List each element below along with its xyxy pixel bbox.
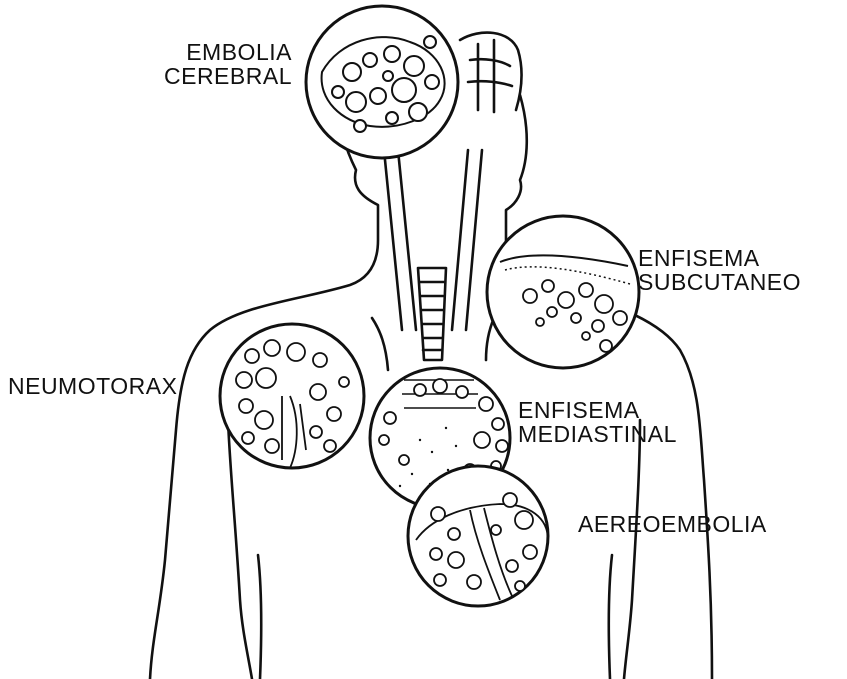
label-enfisema-subcutaneo: ENFISEMA SUBCUTANEO bbox=[638, 246, 801, 294]
label-enfisema-mediastinal-line2: MEDIASTINAL bbox=[518, 422, 677, 446]
torso-right bbox=[609, 555, 612, 679]
subcutaneous-emphysema-inset bbox=[487, 216, 639, 368]
carotid-right bbox=[452, 150, 468, 330]
label-embolia-cerebral: EMBOLIA CEREBRAL bbox=[164, 40, 292, 88]
label-enfisema-subcutaneo-line1: ENFISEMA bbox=[638, 246, 801, 270]
label-enfisema-mediastinal-line1: ENFISEMA bbox=[518, 398, 677, 422]
label-enfisema-subcutaneo-line2: SUBCUTANEO bbox=[638, 270, 801, 294]
label-embolia-cerebral-line2: CEREBRAL bbox=[164, 64, 292, 88]
carotid-left bbox=[384, 150, 402, 330]
label-aereoembolia: AEREOEMBOLIA bbox=[578, 512, 767, 536]
label-enfisema-mediastinal: ENFISEMA MEDIASTINAL bbox=[518, 398, 677, 446]
right-arm-inner bbox=[624, 420, 640, 679]
torso-left bbox=[258, 555, 261, 679]
label-neumotorax: NEUMOTORAX bbox=[8, 374, 177, 398]
pneumothorax-inset bbox=[220, 324, 364, 468]
left-arm-inner bbox=[228, 420, 252, 679]
carotid-left-2 bbox=[398, 150, 416, 330]
cerebral-embolism-inset bbox=[306, 6, 458, 158]
air-embolism-inset bbox=[408, 466, 548, 606]
carotid-right-2 bbox=[466, 150, 482, 330]
label-aereoembolia-line1: AEREOEMBOLIA bbox=[578, 512, 767, 536]
label-neumotorax-line1: NEUMOTORAX bbox=[8, 374, 177, 398]
label-embolia-cerebral-line1: EMBOLIA bbox=[164, 40, 292, 64]
